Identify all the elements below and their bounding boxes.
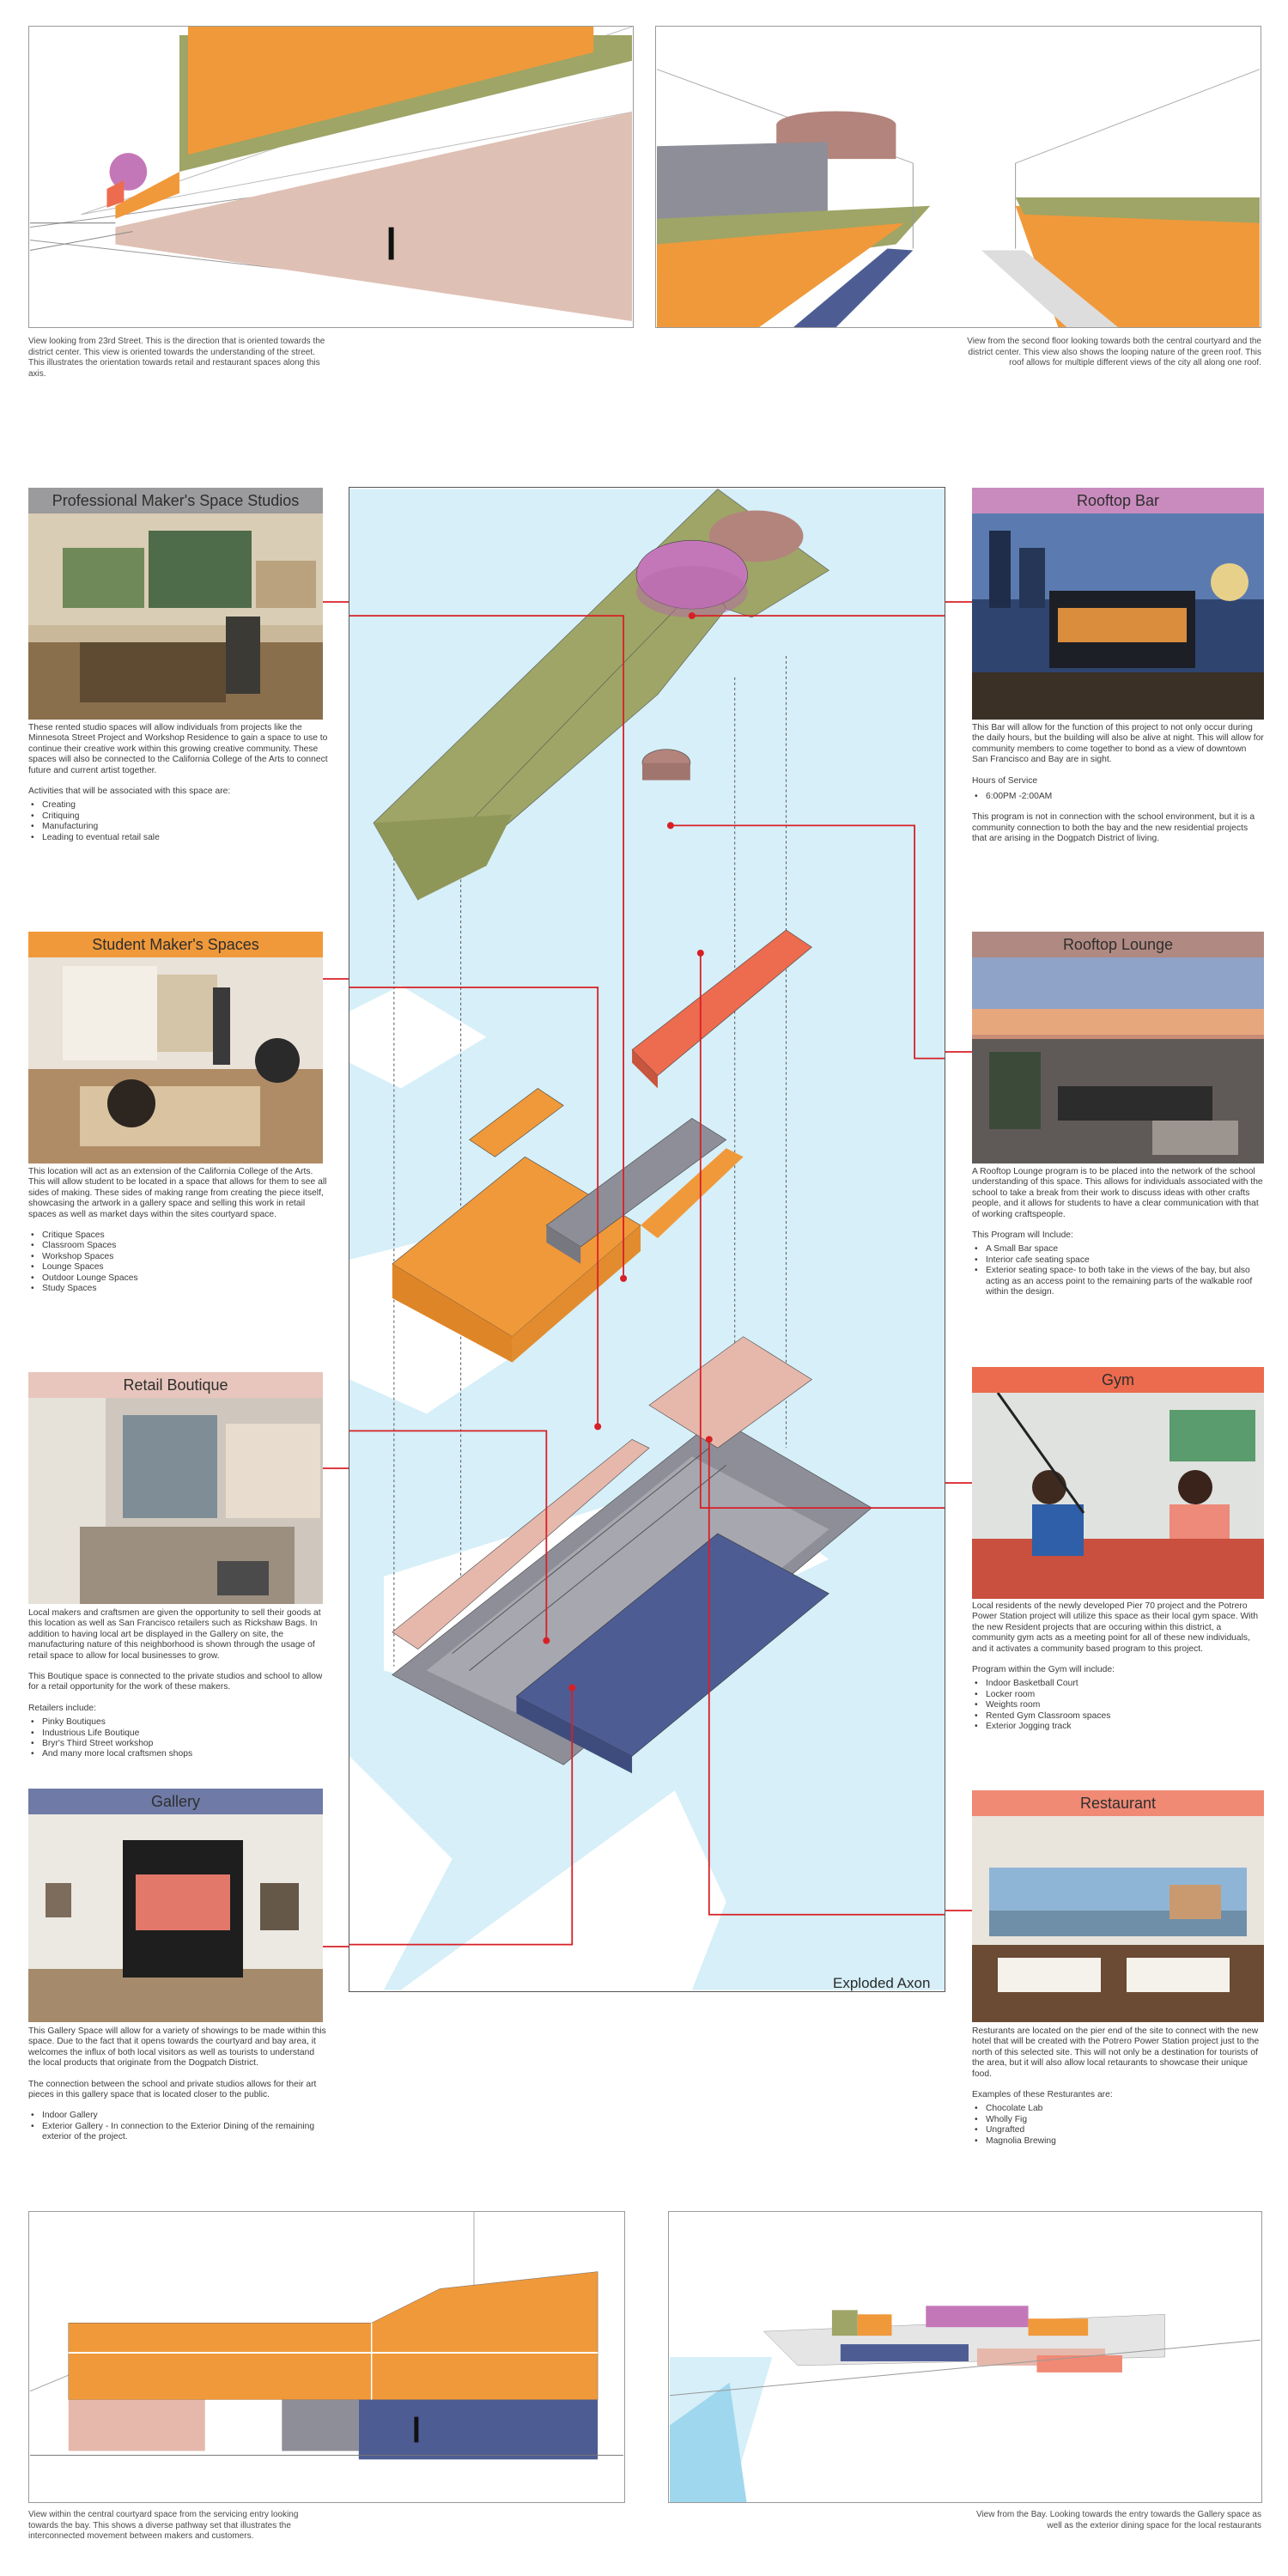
perspective-courtyard-view — [29, 2212, 623, 2460]
list-item: Chocolate Lab — [972, 2104, 1264, 2115]
lounge-para-1: A Rooftop Lounge program is to be placed… — [972, 1167, 1263, 1219]
rooftop-lounge-upper — [708, 510, 804, 562]
list-item: Lounge Spaces — [28, 1262, 329, 1273]
gallery-para-1: This Gallery Space will allow for a vari… — [28, 2026, 326, 2069]
exploded-axon-label: Exploded Axon — [833, 1975, 931, 1991]
list-item: Indoor Basketball Court — [972, 1679, 1264, 1690]
list-item: Industrious Life Boutique — [28, 1728, 329, 1740]
lounge-para-2: This Program will Include: — [972, 1230, 1073, 1241]
list-item: Interior cafe seating space — [972, 1255, 1264, 1267]
exploded-axon-frame — [349, 487, 945, 1992]
student-para-1: This location will act as an extension o… — [28, 1167, 327, 1219]
restaurant-para-2: Examples of these Resturantes are: — [972, 2090, 1113, 2100]
exploded-axon-drawing — [349, 489, 945, 1990]
list-item: Creating — [28, 800, 329, 811]
leader-lines — [349, 615, 945, 1946]
gallery-photo — [28, 1814, 323, 2022]
retail-header: Retail Boutique — [28, 1372, 323, 1398]
list-item: Exterior seating space- to both take in … — [972, 1266, 1264, 1297]
rooftop-lounge-photo — [972, 957, 1264, 1163]
list-item: Rented Gym Classroom spaces — [972, 1711, 1264, 1722]
retail-volume — [392, 1438, 650, 1649]
list-item: Leading to eventual retail sale — [28, 833, 329, 844]
bar-hours-list: 6:00PM -2:00AM — [972, 792, 1264, 803]
student-header: Student Maker's Spaces — [28, 932, 323, 957]
studios-para-2: Activities that will be associated with … — [28, 787, 231, 797]
perspective-street-view — [29, 27, 633, 322]
gym-text: Local residents of the newly developed P… — [972, 1601, 1264, 1733]
list-item: Wholly Fig — [972, 2115, 1264, 2126]
view-second-floor-frame — [655, 26, 1261, 328]
bar-para-1: This Bar will allow for the function of … — [972, 723, 1264, 765]
view-courtyard-frame — [28, 2211, 625, 2503]
lounge-text: A Rooftop Lounge program is to be placed… — [972, 1167, 1264, 1297]
list-item: Pinky Boutiques — [28, 1717, 329, 1728]
list-item: Outdoor Lounge Spaces — [28, 1273, 329, 1285]
perspective-roof-view — [656, 69, 1261, 327]
view-second-floor-caption: View from the second floor looking towar… — [967, 337, 1261, 368]
list-item: Classroom Spaces — [28, 1241, 329, 1252]
studios-para-1: These rented studio spaces will allow in… — [28, 723, 328, 775]
bar-hours-label: Hours of Service — [972, 775, 1038, 786]
retail-list: Pinky Boutiques Industrious Life Boutiqu… — [28, 1717, 329, 1760]
lounge-list: A Small Bar space Interior cafe seating … — [972, 1244, 1264, 1297]
bar-text: This Bar will allow for the function of … — [972, 723, 1264, 855]
bar-para-2: This program is not in connection with t… — [972, 812, 1255, 844]
view-23rd-street-frame — [28, 26, 634, 328]
list-item: Weights room — [972, 1700, 1264, 1711]
list-item: Study Spaces — [28, 1284, 329, 1295]
lounge-header: Rooftop Lounge — [972, 932, 1264, 957]
student-text: This location will act as an extension o… — [28, 1167, 329, 1295]
art-studio-photo — [28, 513, 323, 720]
view-bay-caption: View from the Bay. Looking towards the e… — [975, 2510, 1261, 2530]
gym-list: Indoor Basketball Court Locker room Weig… — [972, 1679, 1264, 1732]
list-item: Indoor Gallery — [28, 2111, 329, 2122]
student-list: Critique Spaces Classroom Spaces Worksho… — [28, 1230, 329, 1295]
list-item: Ungrafted — [972, 2125, 1264, 2136]
gallery-header: Gallery — [28, 1789, 323, 1814]
restaurant-para-1: Resturants are located on the pier end o… — [972, 2026, 1260, 2079]
list-item: Locker room — [972, 1690, 1264, 1701]
gallery-text: This Gallery Space will allow for a vari… — [28, 2026, 329, 2143]
gym-para-1: Local residents of the newly developed P… — [972, 1601, 1259, 1654]
list-item: A Small Bar space — [972, 1244, 1264, 1255]
list-item: 6:00PM -2:00AM — [972, 792, 1264, 803]
gym-photo — [972, 1393, 1264, 1599]
gym-para-2: Program within the Gym will include: — [972, 1665, 1115, 1675]
studios-list: Creating Critiquing Manufacturing Leadin… — [28, 800, 329, 843]
restaurant-volume — [648, 1336, 812, 1449]
studios-text: These rented studio spaces will allow in… — [28, 723, 329, 843]
gym-header: Gym — [972, 1367, 1264, 1393]
list-item: Critiquing — [28, 811, 329, 823]
gallery-para-2: The connection between the school and pr… — [28, 2079, 317, 2100]
list-item: Manufacturing — [28, 822, 329, 833]
view-bay-frame — [668, 2211, 1262, 2503]
restaurant-header: Restaurant — [972, 1790, 1264, 1816]
perspective-bay-view — [669, 2306, 1261, 2502]
restaurant-list: Chocolate Lab Wholly Fig Ungrafted Magno… — [972, 2104, 1264, 2147]
restaurant-text: Resturants are located on the pier end o… — [972, 2026, 1264, 2147]
list-item: Critique Spaces — [28, 1230, 329, 1242]
gallery-volume — [515, 1533, 829, 1757]
studios-header: Professional Maker's Space Studios — [28, 488, 323, 513]
list-item: Workshop Spaces — [28, 1252, 329, 1263]
rooftop-bar-photo — [972, 513, 1264, 720]
list-item: Exterior Gallery - In connection to the … — [28, 2122, 329, 2143]
retail-text: Local makers and craftsmen are given the… — [28, 1608, 329, 1760]
retail-para-3: Retailers include: — [28, 1703, 96, 1713]
boutique-photo — [28, 1398, 323, 1604]
view-courtyard-caption: View within the central courtyard space … — [28, 2510, 299, 2541]
retail-para-2: This Boutique space is connected to the … — [28, 1672, 323, 1692]
list-item: Exterior Jogging track — [972, 1722, 1264, 1733]
retail-para-1: Local makers and craftsmen are given the… — [28, 1608, 321, 1661]
list-item: Bryr's Third Street workshop — [28, 1739, 329, 1750]
list-item: Magnolia Brewing — [972, 2136, 1264, 2148]
list-item: And many more local craftsmen shops — [28, 1749, 329, 1760]
gallery-list: Indoor Gallery Exterior Gallery - In con… — [28, 2111, 329, 2142]
classroom-photo — [28, 957, 323, 1163]
restaurant-photo — [972, 1816, 1264, 2022]
studio-volume — [545, 1118, 727, 1248]
bar-header: Rooftop Bar — [972, 488, 1264, 513]
view-23rd-street-caption: View looking from 23rd Street. This is t… — [28, 337, 325, 379]
